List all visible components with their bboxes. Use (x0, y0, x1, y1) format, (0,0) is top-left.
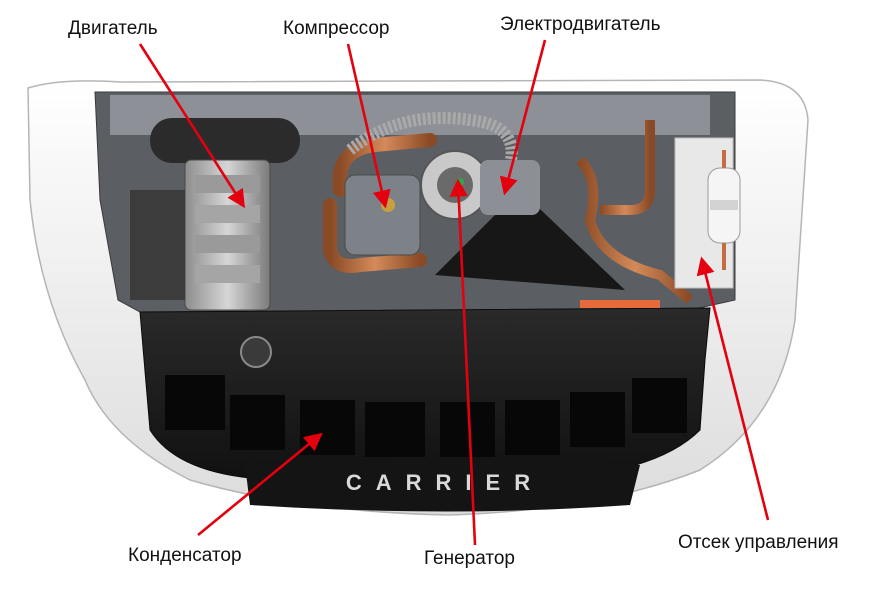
braided-hose (346, 112, 518, 167)
arrow-engine (138, 43, 245, 209)
label-control-compartment: Отсек управления (678, 532, 839, 553)
control-compartment (674, 137, 741, 289)
generator (420, 150, 490, 220)
label-generator: Генератор (424, 548, 515, 569)
arrow-control (696, 256, 770, 521)
arrow-condenser (197, 432, 323, 537)
refrigerant-piping (545, 115, 710, 304)
compressor (323, 133, 437, 273)
leader-arrows (138, 39, 770, 546)
label-electric-motor: Электродвигатель (500, 14, 661, 35)
brand-plate (245, 460, 640, 512)
arrow-motor (499, 39, 547, 196)
label-engine: Двигатель (68, 18, 158, 39)
arrow-generator (449, 178, 477, 546)
label-compressor: Компрессор (283, 18, 390, 39)
brand-logo: CARRIER (346, 470, 544, 495)
condenser (139, 300, 711, 479)
label-condenser: Конденсатор (128, 545, 242, 566)
engine (130, 118, 300, 311)
arrow-compressor (346, 43, 391, 209)
fill-cap (240, 336, 272, 368)
